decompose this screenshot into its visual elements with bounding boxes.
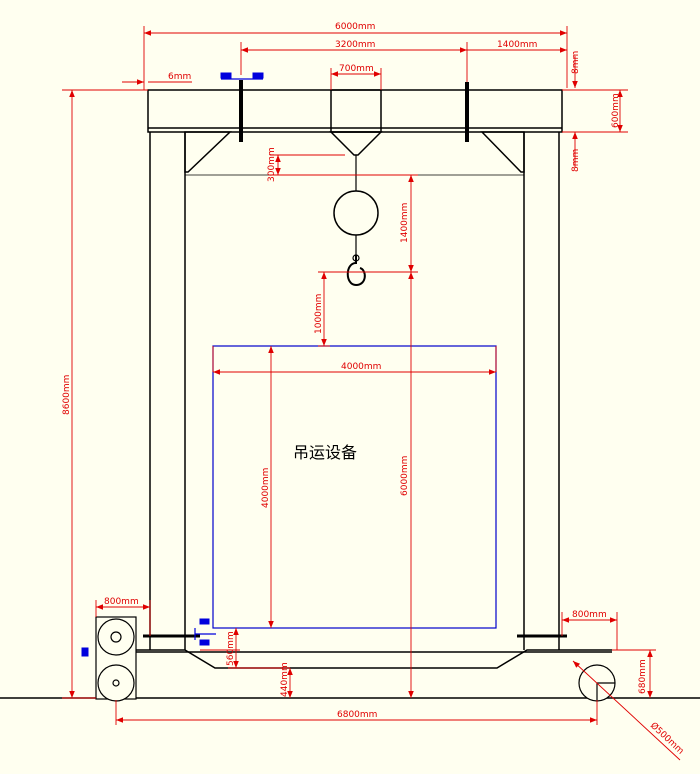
pulley-icon bbox=[333, 190, 379, 236]
trolley-hopper bbox=[329, 131, 383, 156]
dim-lift-height: 6000mm bbox=[400, 456, 410, 496]
dim-trolley-width: 700mm bbox=[339, 64, 374, 74]
dim-hook-top: 300mm bbox=[267, 147, 277, 182]
hook-icon bbox=[346, 255, 366, 287]
wheels bbox=[95, 616, 616, 702]
dim-base-span: 6800mm bbox=[337, 710, 377, 720]
hook-assembly bbox=[333, 155, 379, 287]
dim-beam-gap: 8mm bbox=[571, 149, 581, 172]
dim-ground-clear: 440mm bbox=[280, 662, 290, 697]
left-gusset bbox=[184, 131, 232, 173]
dim-equip-width: 4000mm bbox=[341, 362, 381, 372]
dim-span-center: 3200mm bbox=[335, 40, 375, 50]
dim-top-gap: 8mm bbox=[571, 51, 581, 74]
dimension-lines bbox=[62, 26, 681, 761]
dim-equip-height: 4000mm bbox=[261, 468, 271, 508]
dim-wheel-diameter: Ø500mm bbox=[648, 720, 686, 757]
dim-leg-right: 800mm bbox=[572, 610, 607, 620]
dim-span-right: 1400mm bbox=[497, 40, 537, 50]
bottom-beam bbox=[100, 649, 612, 669]
dim-total-height: 8600mm bbox=[62, 375, 72, 415]
right-gusset bbox=[480, 131, 525, 173]
dim-base-height: 560mm bbox=[226, 631, 236, 666]
dim-hook-drop: 1400mm bbox=[400, 203, 410, 243]
dim-wheel-height: 680mm bbox=[638, 659, 648, 694]
trolley-box bbox=[330, 89, 382, 133]
dim-beam-height: 600mm bbox=[611, 93, 621, 128]
top-beam bbox=[147, 89, 563, 133]
equipment-label: 吊运设备 bbox=[293, 443, 357, 462]
blue-markers bbox=[81, 72, 264, 657]
dim-plate-gap: 6mm bbox=[168, 72, 191, 82]
gantry-structure bbox=[100, 89, 612, 669]
dim-total-width: 6000mm bbox=[335, 22, 375, 32]
dim-hook-clearance: 1000mm bbox=[314, 294, 324, 334]
equipment-box bbox=[212, 345, 497, 629]
dim-leg-left: 800mm bbox=[104, 597, 139, 607]
